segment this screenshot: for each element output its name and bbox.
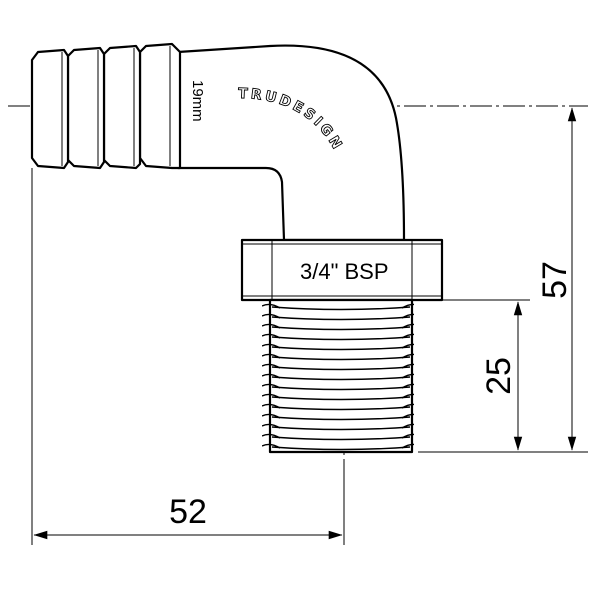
width-dimension-value: 52 [169, 493, 207, 531]
thread-crest-right [401, 443, 414, 449]
thread-crest-right [401, 363, 414, 369]
thread-line [271, 406, 411, 411]
thread-size-label: 3/4" BSP [300, 259, 389, 284]
extension-lines [31, 168, 588, 545]
thread-crest-right [401, 393, 414, 399]
thread-crest-right [401, 413, 414, 419]
thread-line [271, 306, 411, 311]
thread-line [271, 376, 411, 381]
thread-crest-right [401, 303, 414, 309]
thread-crest-right [401, 353, 414, 359]
thread-crest-right [401, 423, 414, 429]
thread-crest-right [401, 403, 414, 409]
height-dimension-value: 57 [536, 261, 574, 299]
thread-crest-right [401, 333, 414, 339]
thread-height-dimension-value: 25 [480, 357, 518, 395]
thread-crest-right [401, 373, 414, 379]
thread-line [271, 346, 411, 351]
thread-line [271, 366, 411, 371]
thread-line [271, 396, 411, 401]
thread-crest-right [401, 383, 414, 389]
thread-line [271, 446, 411, 451]
hose-size-label: 19mm [189, 80, 206, 122]
thread-line [271, 316, 411, 321]
thread-line [271, 426, 411, 431]
thread-line [271, 386, 411, 391]
thread-height-dimension: 25 [480, 301, 523, 451]
height-dimension: 57 [536, 107, 577, 451]
thread-line [271, 326, 411, 331]
thread-line [271, 436, 411, 441]
thread-crest-right [401, 313, 414, 319]
thread-line [271, 336, 411, 341]
hose-barb [30, 42, 182, 170]
width-dimension: 52 [33, 493, 343, 540]
thread-line [271, 356, 411, 361]
male-thread [262, 298, 414, 454]
thread-crest-right [401, 343, 414, 349]
elbow-body [176, 44, 406, 242]
thread-crest-right [401, 433, 414, 439]
thread-crest-right [401, 323, 414, 329]
thread-line [271, 416, 411, 421]
